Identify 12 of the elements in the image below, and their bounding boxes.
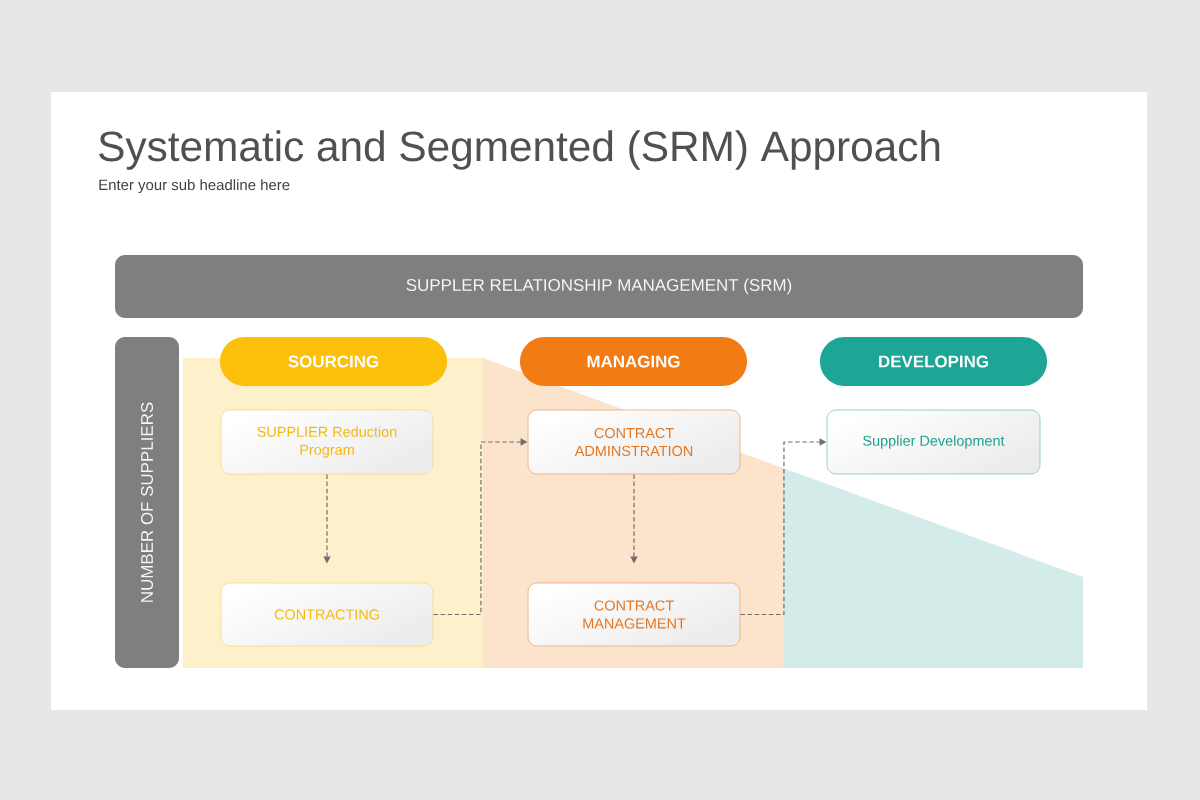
process-box: CONTRACTING [220, 582, 434, 647]
process-box: Supplier Development [826, 409, 1041, 475]
phase-pill: SOURCING [220, 337, 447, 386]
phase-pill: MANAGING [520, 337, 747, 386]
process-box: CONTRACT ADMINSTRATION [527, 409, 741, 475]
phase-pill: DEVELOPING [820, 337, 1047, 386]
title: Systematic and Segmented (SRM) Approach [99, 130, 940, 170]
vertical-bar: NUMBER OF SUPPLIERS [115, 337, 179, 668]
subtitle: Enter your sub headline here [99, 179, 290, 194]
header-banner: SUPPLER RELATIONSHIP MANAGEMENT (SRM) [115, 255, 1083, 318]
process-box: CONTRACT MANAGEMENT [527, 582, 741, 647]
process-box: SUPPLIER Reduction Program [220, 409, 434, 475]
